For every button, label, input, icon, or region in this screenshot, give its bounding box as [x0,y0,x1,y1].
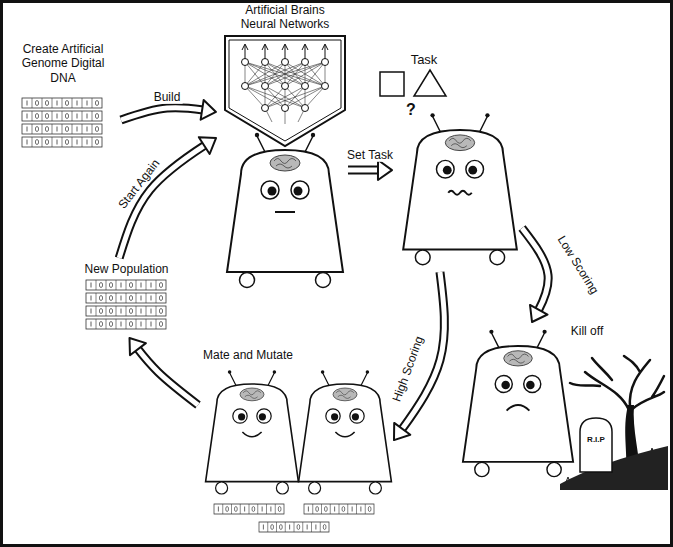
text-anchor: R.I.P [580,435,612,445]
arrow-label: Low Scoring [553,231,602,298]
arrow-label: Build [152,90,183,104]
text-anchor: Artificial Brains Neural Networks [230,4,340,32]
arrow-head [378,160,392,180]
text-anchor: New Population [78,262,175,276]
arrow-head [530,305,548,322]
robot-happy [299,370,392,494]
graveyard [560,356,668,490]
text-anchor: ? [404,100,418,119]
arrow-head [394,423,410,440]
genome-strips [22,98,102,147]
neural-network-panel [225,36,345,146]
stage-node: New Population [78,258,178,338]
stage-node: Mate and Mutate [198,346,394,540]
node-heading: Kill off [562,324,612,338]
node-text: ? [404,100,418,119]
stage-node: Artificial Brains Neural Networks [216,2,348,292]
stage-node: Create Artificial Genome Digital DNA [8,38,121,160]
arrow-head [130,338,146,355]
node-text: R.I.P [580,435,612,445]
robot-sad [463,330,573,477]
arrow-head [199,137,216,154]
flow-arrow [522,228,548,322]
text-anchor: Kill off [562,324,612,338]
node-heading: Artificial Brains Neural Networks [230,4,340,32]
robot-puzzled [403,113,517,265]
arrow-head [201,100,216,120]
stage-node: Kill offR.I.P [462,322,668,492]
stage-node: Task? [392,48,522,272]
text-anchor: Mate and Mutate [198,348,298,362]
node-heading: Create Artificial Genome Digital DNA [8,42,118,85]
arrow-outline [522,228,548,322]
population-strips [86,280,166,329]
arrow-body [130,338,199,405]
node-heading: New Population [78,262,175,276]
arrow-label: High Scoring [389,332,427,405]
robot-built [227,133,343,288]
arrow-label: Start Again [114,155,164,213]
offspring-strips [214,504,374,532]
task-shapes [380,70,446,96]
robot-happy [206,370,299,494]
node-heading: Mate and Mutate [198,348,298,362]
arrow-body [522,228,548,322]
flow-arrow [130,338,199,405]
text-anchor: Create Artificial Genome Digital DNA [8,42,118,85]
node-heading: Task [402,52,446,68]
text-anchor: Task [402,52,446,68]
arrow-label: Set Task [345,148,395,162]
arrow-outline [130,338,199,405]
flow-arrow [348,160,392,180]
